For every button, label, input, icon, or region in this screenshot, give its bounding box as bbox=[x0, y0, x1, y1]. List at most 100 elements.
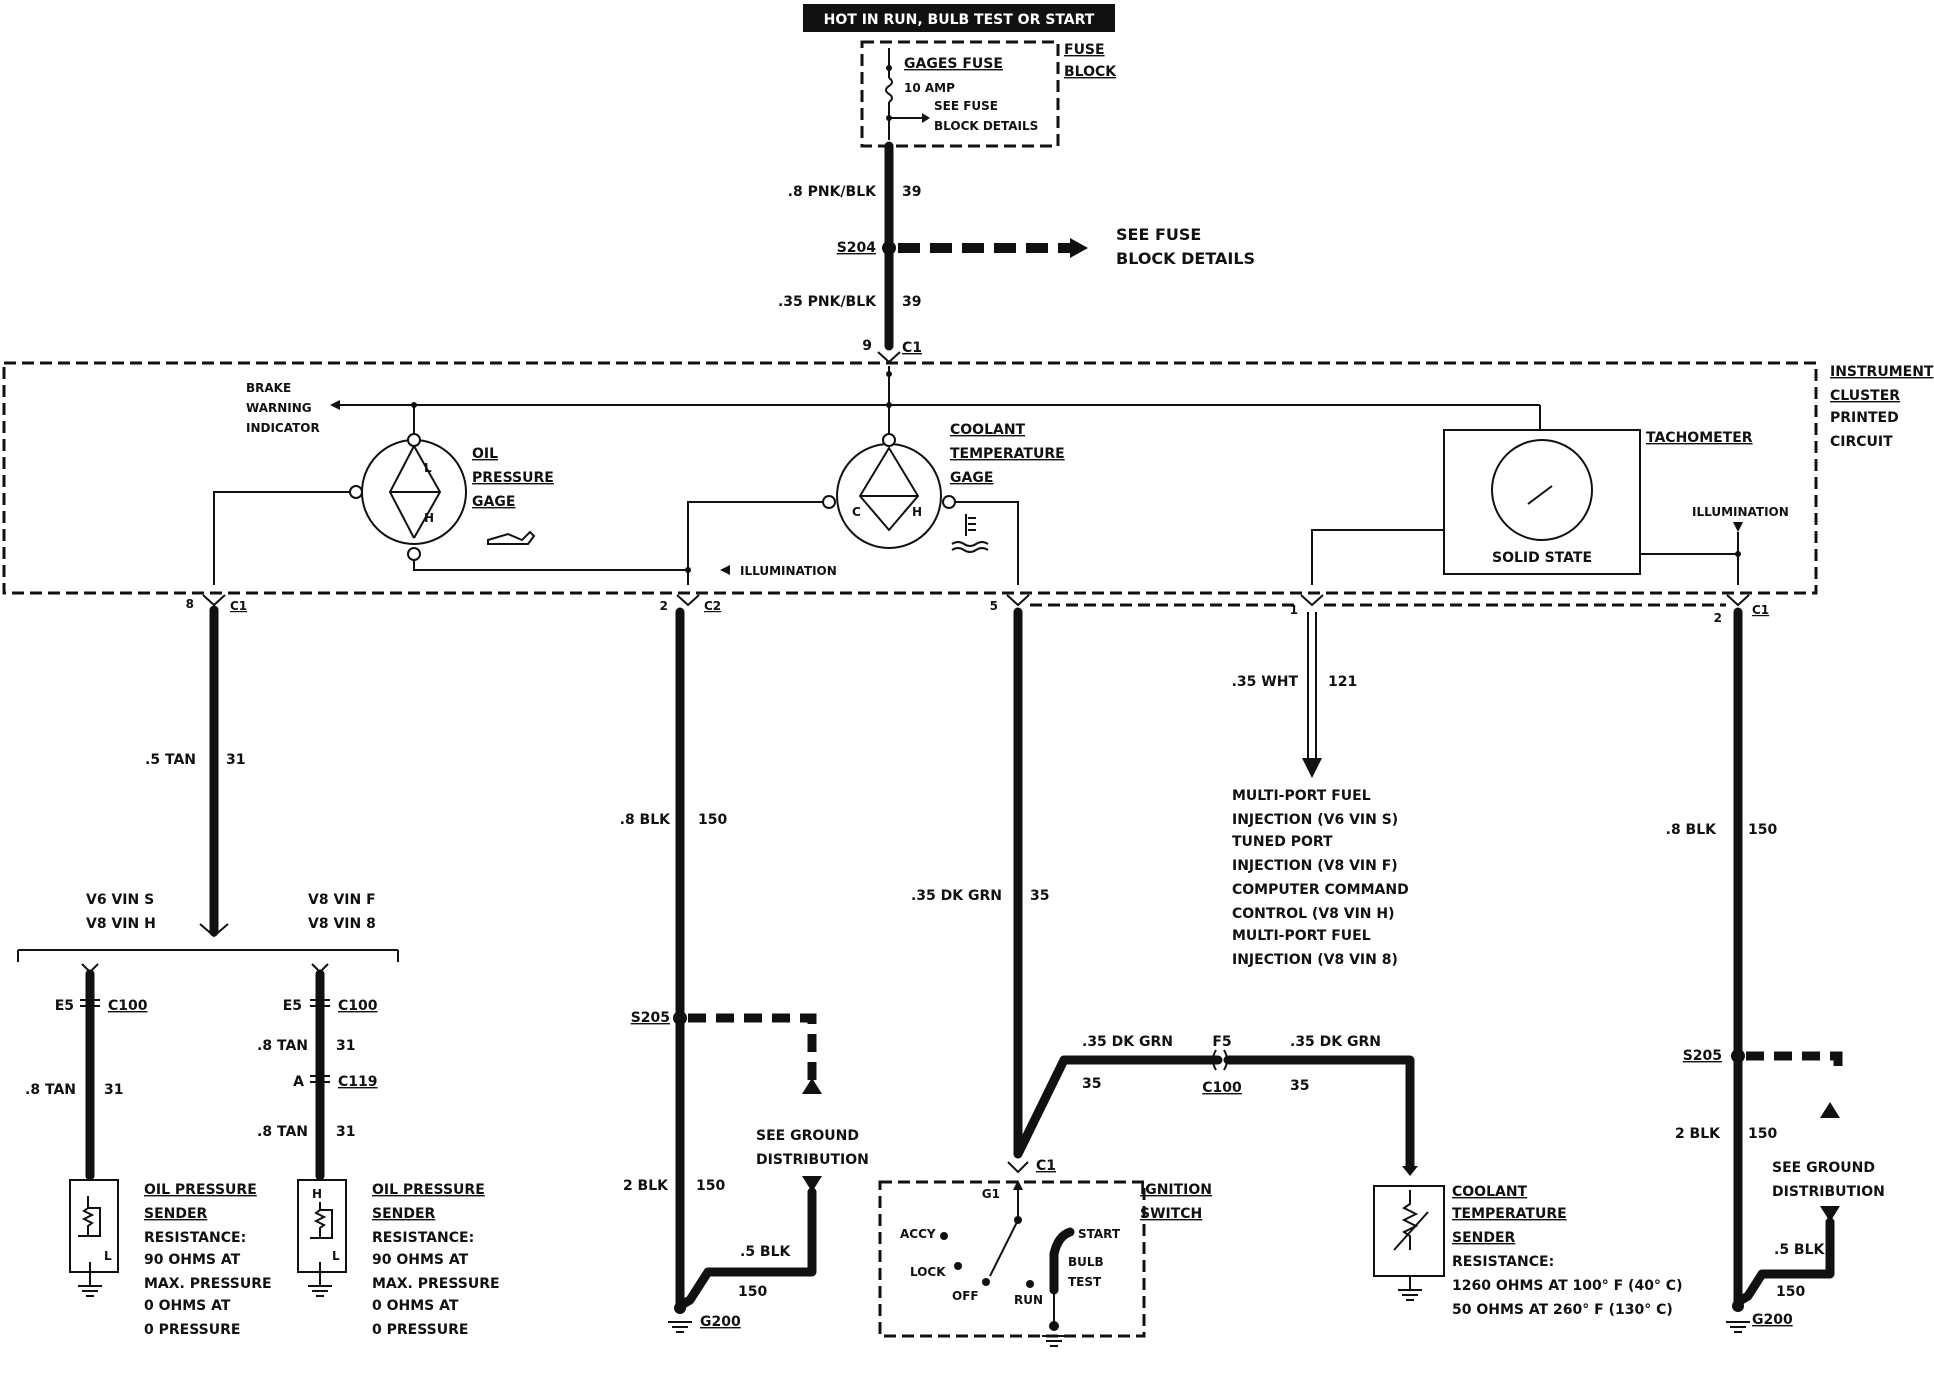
illum-left-wire bbox=[413, 560, 686, 571]
ign-title-1: IGNITION bbox=[1140, 1182, 1212, 1198]
ground-left-arrow-up-icon bbox=[802, 1078, 822, 1094]
connector-c1-icon bbox=[877, 351, 901, 364]
ground-right-see-1: SEE GROUND bbox=[1772, 1160, 1875, 1176]
pos-off-dot bbox=[982, 1278, 990, 1286]
ign-conn: C1 bbox=[1036, 1158, 1056, 1174]
s204-label: S204 bbox=[837, 240, 877, 256]
pos-start: START bbox=[1078, 1227, 1121, 1241]
tach-dest-7: MULTI-PORT FUEL bbox=[1232, 928, 1371, 944]
oil-right-conn-pin: E5 bbox=[283, 998, 302, 1014]
conn-oil-icon bbox=[202, 594, 226, 607]
ground-left-arrow-down-icon bbox=[802, 1176, 822, 1192]
oil-v8-2: V8 VIN 8 bbox=[308, 916, 376, 932]
oil-gage-L: L bbox=[424, 461, 432, 475]
oil-split-icon bbox=[199, 923, 229, 938]
tach-circuit-label: 121 bbox=[1328, 674, 1357, 690]
tach-dest-8: INJECTION (V8 VIN 8) bbox=[1232, 952, 1398, 968]
tach-dest-4: INJECTION (V8 VIN F) bbox=[1232, 858, 1398, 874]
cluster-label-4: CIRCUIT bbox=[1830, 434, 1893, 450]
oil-right-circuit1: 31 bbox=[336, 1038, 355, 1054]
oil-right-wire1: .8 TAN bbox=[257, 1038, 308, 1054]
brake-arrow-icon bbox=[330, 400, 340, 410]
oil-sender-left-title-1: OIL PRESSURE bbox=[144, 1182, 257, 1198]
coolant-wire bbox=[1013, 607, 1415, 1171]
oil-left-circuit: 31 bbox=[104, 1082, 123, 1098]
oil-conn: C1 bbox=[230, 599, 247, 613]
oil-right-circuit2: 31 bbox=[336, 1124, 355, 1140]
coolant-gage-label-1: COOLANT bbox=[950, 422, 1026, 438]
illum-pin: 2 bbox=[660, 599, 668, 613]
fuse-name: GAGES FUSE bbox=[904, 56, 1003, 72]
ground-right-arrow-up-icon bbox=[1820, 1102, 1840, 1118]
ground-left-splice: S205 bbox=[631, 1010, 670, 1026]
oil-left-conn-pin: E5 bbox=[55, 998, 74, 1014]
oil-gage-label-2: PRESSURE bbox=[472, 470, 554, 486]
fuse-block-label-2: BLOCK bbox=[1064, 64, 1117, 80]
oil-c119-pin: A bbox=[293, 1074, 304, 1090]
ground-right-wire bbox=[1733, 607, 1835, 1307]
tach-dest-3: TUNED PORT bbox=[1232, 834, 1333, 850]
illum-right-arrow-icon bbox=[1733, 522, 1743, 532]
oil-sender-left-resistor-icon bbox=[78, 1196, 101, 1237]
conn-c100-right-icon bbox=[310, 999, 330, 1007]
pos-lock: LOCK bbox=[910, 1265, 946, 1279]
mid-wire-label: .35 PNK/BLK bbox=[778, 294, 877, 310]
oil-sender-left-title-2: SENDER bbox=[144, 1206, 208, 1222]
fuse-element-icon bbox=[885, 77, 893, 103]
oil-gage-label-1: OIL bbox=[472, 446, 498, 462]
top-wire-label: .8 PNK/BLK bbox=[788, 184, 877, 200]
tach-dest-2: INJECTION (V6 VIN S) bbox=[1232, 812, 1398, 828]
oil-sender-right-H: H bbox=[312, 1187, 322, 1201]
coolant-sender-title-2: TEMPERATURE bbox=[1452, 1206, 1567, 1222]
tach-box bbox=[1443, 429, 1641, 575]
coolant-wire2: .35 DK GRN bbox=[1082, 1034, 1173, 1050]
oil-right-wire2: .8 TAN bbox=[257, 1124, 308, 1140]
cluster-label-3: PRINTED bbox=[1830, 410, 1899, 426]
conn-c100-coolant-icon bbox=[1212, 1049, 1228, 1071]
oil-right-conn: C100 bbox=[338, 998, 378, 1014]
ground-icon-g200-left bbox=[668, 1321, 692, 1333]
coolant-term-left bbox=[822, 495, 836, 509]
brake-label-2: WARNING bbox=[246, 401, 312, 415]
ground-icon-ign bbox=[1042, 1335, 1066, 1347]
ground-right-wire1: .8 BLK bbox=[1666, 822, 1718, 838]
ground-left-dashed bbox=[688, 1013, 817, 1088]
oil-gage-term-top bbox=[407, 433, 421, 447]
tach-dest-5: COMPUTER COMMAND bbox=[1232, 882, 1409, 898]
pos-bulb-1: BULB bbox=[1068, 1255, 1104, 1269]
splice-s205-right bbox=[1731, 1049, 1745, 1063]
ground-right-arrow-down-icon bbox=[1820, 1206, 1840, 1222]
pos-lock-dot bbox=[954, 1262, 962, 1270]
coolant-sender-l2: 50 OHMS AT 260° F (130° C) bbox=[1452, 1302, 1673, 1318]
coolant-wire1: .35 DK GRN bbox=[911, 888, 1002, 904]
coolant-coils-icon bbox=[858, 446, 920, 532]
fuse-rating: 10 AMP bbox=[904, 81, 955, 95]
ground-left-wire2: 2 BLK bbox=[623, 1178, 669, 1194]
fuse-block-box bbox=[860, 40, 1060, 148]
right-conn: C1 bbox=[1752, 603, 1769, 617]
oil-v8-1: V8 VIN F bbox=[308, 892, 376, 908]
oil-sender-right-resistor-icon bbox=[310, 1202, 333, 1239]
solid-state-label: SOLID STATE bbox=[1492, 550, 1592, 566]
ground-right-see-2: DISTRIBUTION bbox=[1772, 1184, 1885, 1200]
oil-left-conn: C100 bbox=[108, 998, 148, 1014]
coolant-gage-C: C bbox=[852, 505, 861, 519]
ign-gnd-node bbox=[1049, 1321, 1059, 1331]
pos-accy: ACCY bbox=[900, 1227, 936, 1241]
ground-left-wire3: .5 BLK bbox=[740, 1244, 792, 1260]
ground-right-circuit1: 150 bbox=[1748, 822, 1777, 838]
coolant-pin: 5 bbox=[990, 599, 998, 613]
c1-label: C1 bbox=[902, 340, 922, 356]
illum-conn: C2 bbox=[704, 599, 721, 613]
ign-lever-icon bbox=[989, 1219, 1019, 1277]
oil-sender-right-title-2: SENDER bbox=[372, 1206, 436, 1222]
oil-gage-H: H bbox=[424, 511, 434, 525]
pos-accy-dot bbox=[940, 1232, 948, 1240]
pos-run-dot bbox=[1026, 1280, 1034, 1288]
ground-left-circuit2: 150 bbox=[696, 1178, 725, 1194]
arrow-right-icon bbox=[922, 113, 930, 123]
banner-box bbox=[803, 4, 1115, 32]
conn-tach-icon bbox=[1300, 594, 1324, 607]
oil-sender-left-l1: 90 OHMS AT bbox=[144, 1252, 241, 1268]
